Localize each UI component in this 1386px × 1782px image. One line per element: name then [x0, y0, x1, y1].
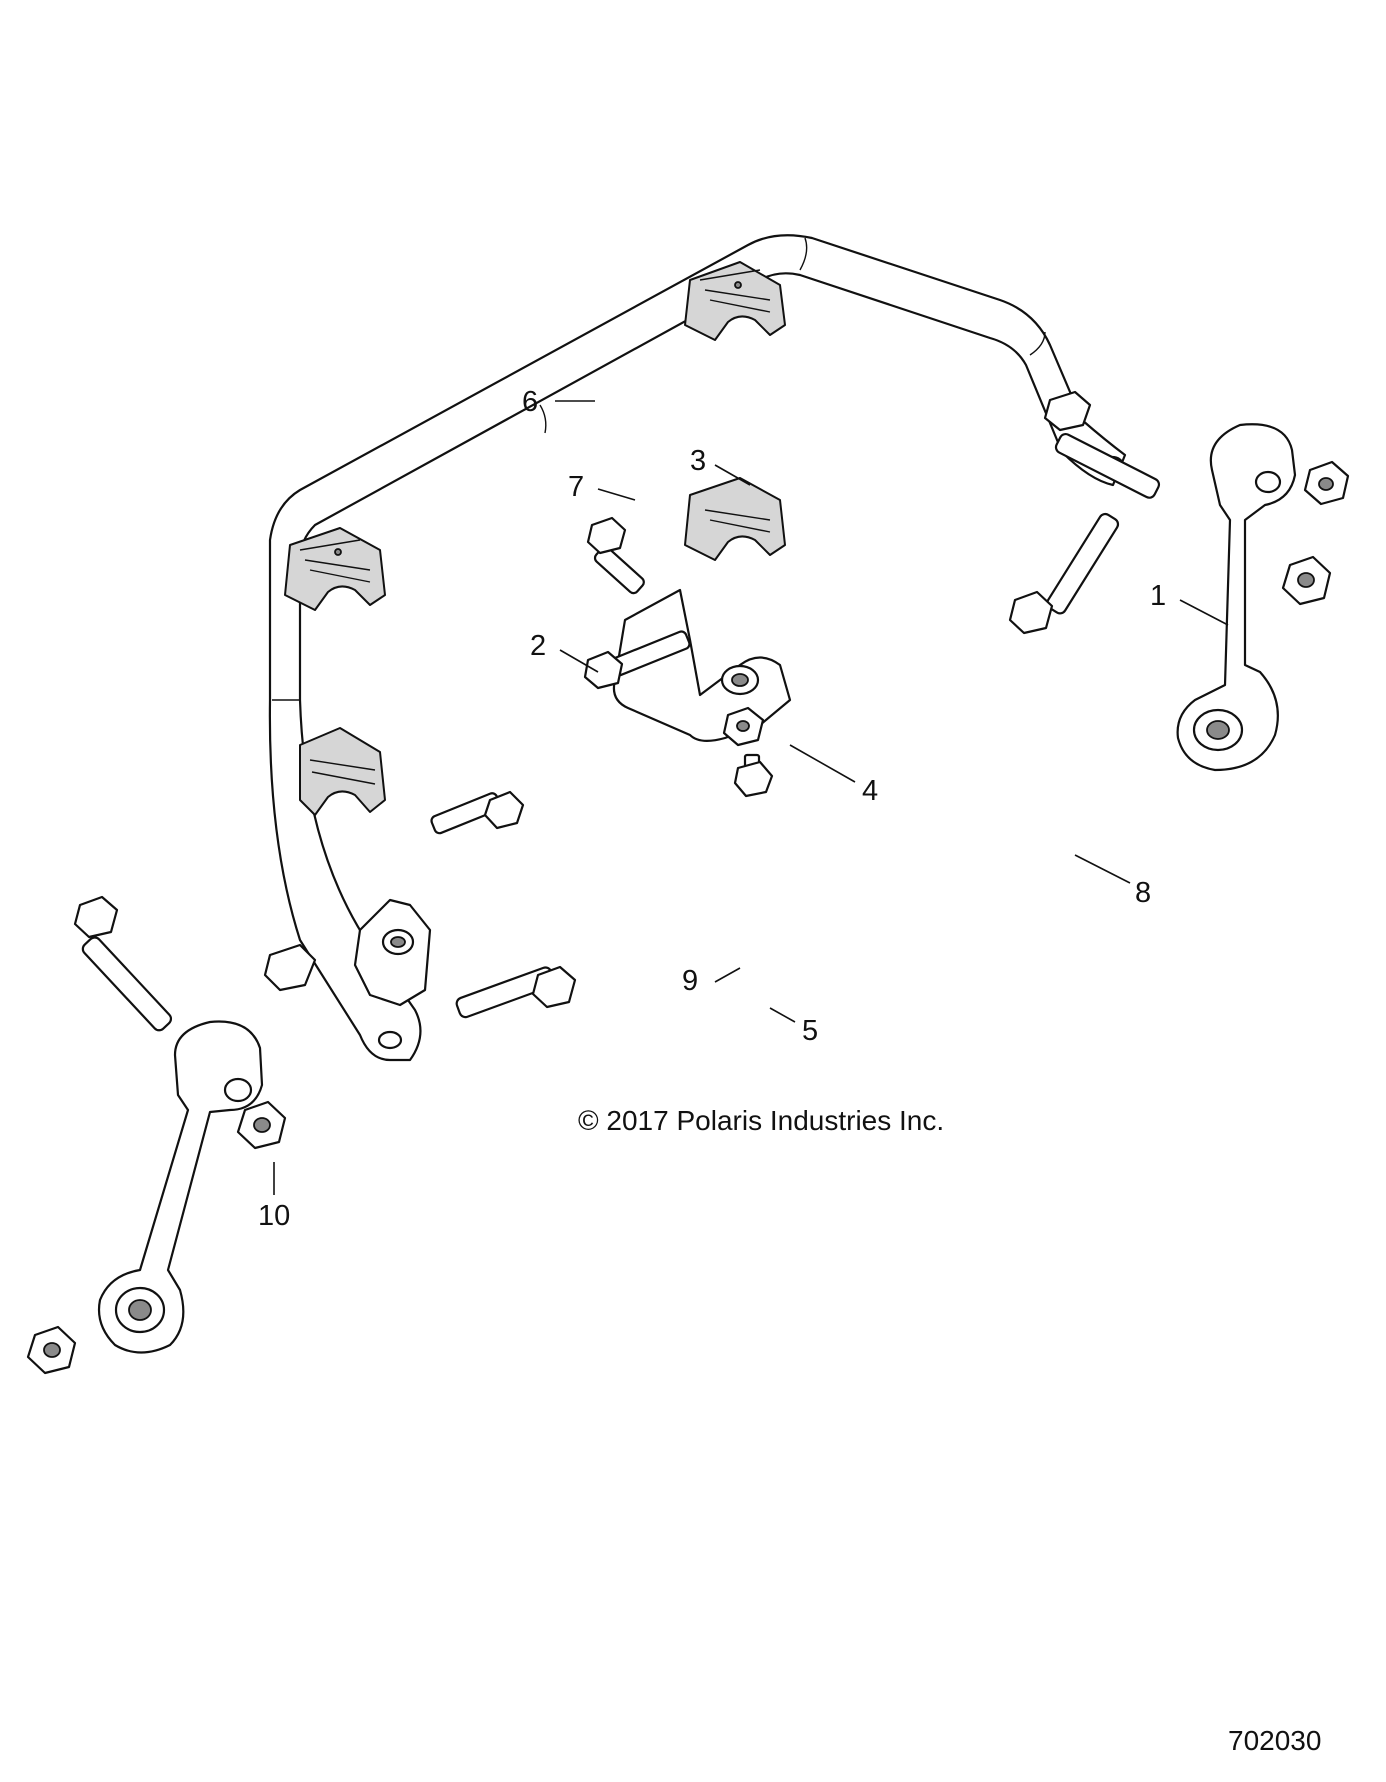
bushing-left [284, 527, 386, 611]
bracket-right [612, 588, 792, 742]
nut-right-upper [1303, 460, 1350, 506]
callout-6: 6 [522, 386, 538, 418]
callout-3: 3 [690, 445, 706, 477]
leader-9 [714, 967, 741, 983]
nut-9 [722, 706, 765, 747]
bushing-lower [299, 727, 386, 816]
leader-1 [1179, 599, 1229, 626]
nut-right-lower [1281, 555, 1332, 606]
bolt-6 [586, 516, 645, 595]
leader-3 [714, 464, 751, 486]
figure-number: 702030 [1228, 1725, 1321, 1756]
bolt-7 [583, 630, 691, 690]
bushing-upper [684, 261, 786, 341]
callout-2: 2 [530, 630, 546, 662]
callout-10: 10 [258, 1200, 290, 1232]
bolt-left-lower [455, 965, 577, 1019]
bolt-left-middle [430, 790, 525, 835]
nut-left-lower [26, 1325, 77, 1375]
link-left [97, 1020, 264, 1354]
callout-5: 5 [802, 1015, 818, 1047]
bolt-left-upper [73, 895, 173, 1032]
callout-7: 7 [568, 471, 584, 503]
leader-5 [769, 1007, 796, 1023]
copyright-notice: © 2017 Polaris Industries Inc. [578, 1105, 944, 1136]
bolt-top-right [1043, 390, 1161, 499]
leader-2 [559, 649, 599, 673]
grease-fitting-5 [733, 753, 774, 798]
bolt-8 [1008, 512, 1120, 635]
callout-9: 9 [682, 965, 698, 997]
leader-8 [1074, 854, 1131, 884]
bushing-middle [684, 477, 786, 561]
nut-10 [236, 1100, 287, 1150]
leader-4 [789, 744, 856, 783]
callout-1: 1 [1150, 580, 1166, 612]
callout-4: 4 [862, 775, 878, 807]
leader-7 [597, 488, 636, 501]
bracket-left [263, 898, 432, 1007]
callout-8: 8 [1135, 877, 1151, 909]
link-right [1176, 423, 1297, 772]
